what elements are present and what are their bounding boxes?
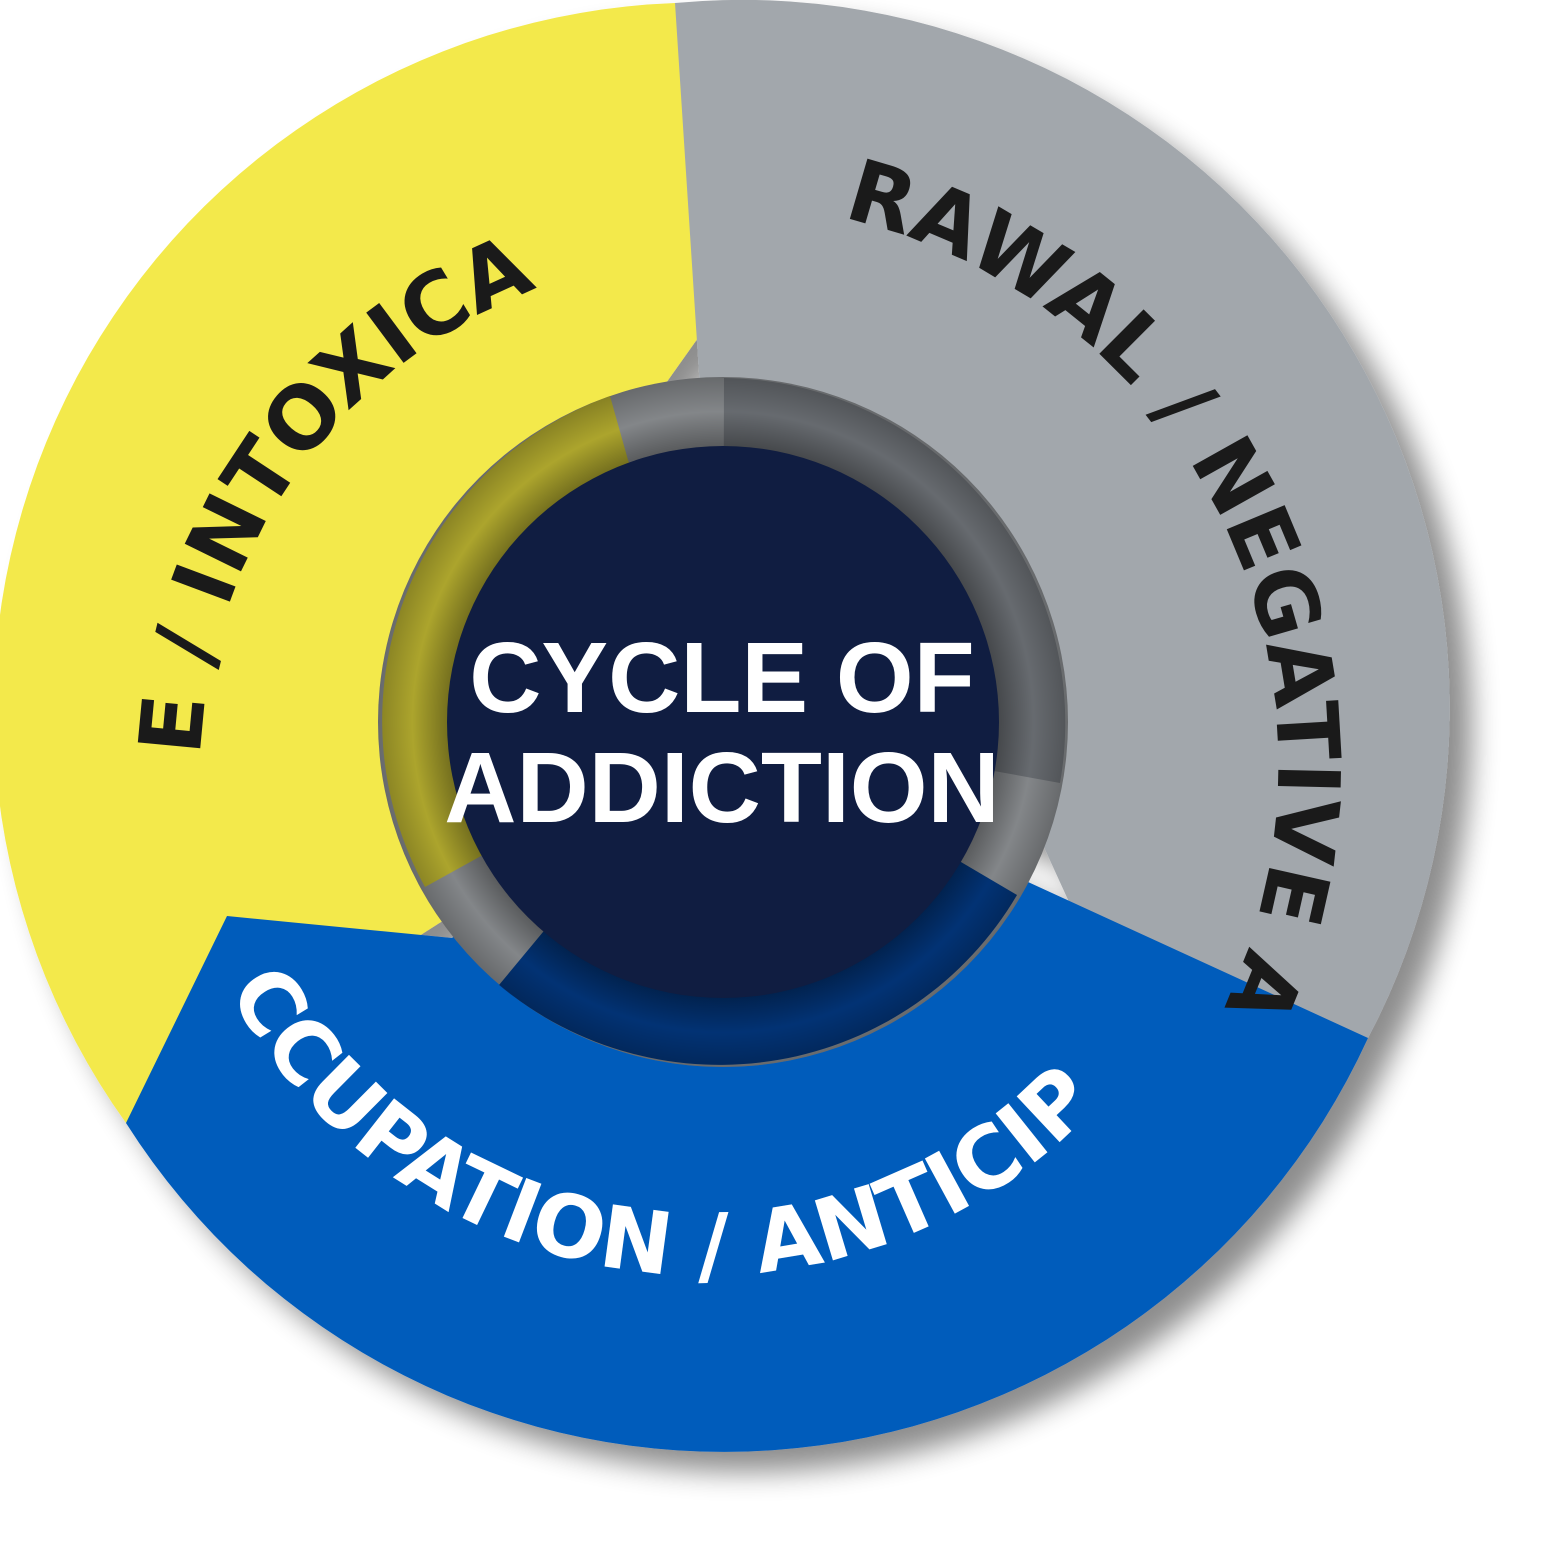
center-disk — [447, 446, 999, 998]
segment-preoccupation-anticipation — [126, 742, 1368, 1452]
center-title-line1: CYCLE OF — [469, 622, 975, 734]
center-title-line2: ADDICTION — [444, 732, 1000, 844]
segment-binge-intoxication — [0, 3, 803, 1123]
segment-withdrawal-negative-affect — [675, 0, 1450, 1053]
outer-ring — [0, 0, 1450, 1452]
